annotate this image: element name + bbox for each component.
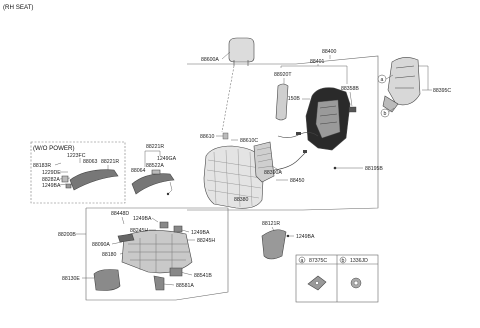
label-1249BA-r: 1249BA [296, 234, 315, 240]
recliner-cover-power-part[interactable] [131, 169, 175, 195]
headrest-guide-line [221, 65, 235, 133]
label-88183R: 88183R [33, 163, 51, 169]
seat-back-assembly-box [187, 55, 379, 211]
legend-a-code: 87375C [309, 258, 327, 264]
label-1249BA-c: 1249BA [133, 216, 152, 222]
back-pad-part[interactable] [382, 57, 421, 113]
label-88920T: 88920T [274, 72, 292, 78]
label-88063: 88063 [83, 159, 98, 165]
label-1229DE: 1229DE [42, 170, 61, 176]
legend-b-marker [339, 256, 347, 264]
label-88150B: 88150B [282, 96, 300, 102]
label-88221R-a: 88221R [101, 159, 119, 165]
bracket-part[interactable] [153, 267, 183, 291]
legend-b-letter: b [342, 258, 345, 264]
without-power-box [30, 141, 126, 204]
label-88121R: 88121R [262, 221, 280, 227]
label-88450: 88450 [290, 178, 305, 184]
label-1249BA-d: 1249BA [191, 230, 210, 236]
label-88200B: 88200B [58, 232, 76, 238]
label-1223FC: 1223FC [67, 153, 86, 159]
label-88610C: 88610C [240, 138, 258, 144]
legend-a-letter: a [301, 258, 304, 264]
label-88390A: 88390A [264, 170, 282, 176]
seat-cushion-frame-part[interactable] [117, 221, 193, 274]
label-88610: 88610 [200, 134, 215, 140]
grommet-1336JD-part[interactable] [350, 277, 362, 289]
seat-cushion-box [85, 207, 229, 301]
label-88064: 88064 [131, 168, 146, 174]
clip-part[interactable] [348, 106, 357, 113]
label-88395C: 88395C [433, 88, 451, 94]
label-88245H-b: 88245H [197, 238, 215, 244]
recliner-cover-part[interactable] [61, 169, 119, 191]
side-pad-part[interactable] [275, 83, 289, 121]
label-88448D: 88448D [111, 211, 129, 217]
heater-mat-part[interactable] [253, 141, 275, 183]
label-88090A: 88090A [92, 242, 110, 248]
callout-b-text: b [384, 111, 387, 117]
seat-back-frame-part[interactable] [305, 87, 351, 151]
label-88221R-b: 88221R [146, 144, 164, 150]
legend-box [295, 254, 379, 303]
label-88541B: 88541B [194, 273, 212, 279]
label-88282A: 88282A [42, 177, 60, 183]
label-88245H-a: 88245H [130, 228, 148, 234]
label-1249GA: 1249GA [157, 156, 177, 162]
bolster-part[interactable] [93, 269, 121, 291]
label-88180: 88180 [102, 252, 117, 258]
headrest-part[interactable] [228, 37, 255, 66]
label-1249BA-a: 1249BA [42, 183, 61, 189]
label-88358B: 88358B [341, 86, 359, 92]
label-88600A: 88600A [201, 57, 219, 63]
guide-part[interactable] [222, 132, 229, 140]
callout-b [380, 108, 390, 118]
legend-b-code: 1336JD [350, 258, 368, 264]
label-88400: 88400 [322, 49, 337, 55]
label-88581A: 88581A [176, 283, 194, 289]
legend-a-marker [298, 256, 306, 264]
label-88401: 88401 [310, 59, 325, 65]
label-88130E: 88130E [62, 276, 80, 282]
wo-power-title: (W/O POWER) [33, 145, 75, 152]
callout-a-text: a [381, 77, 384, 83]
diagram-title: (RH SEAT) [3, 4, 33, 11]
label-88380: 88380 [234, 197, 249, 203]
side-shield-part[interactable] [261, 229, 287, 260]
label-88195B: 88195B [365, 166, 383, 172]
clip-87375C-part[interactable] [307, 275, 327, 291]
label-88522A: 88522A [146, 163, 164, 169]
seat-back-cushion-part[interactable] [203, 145, 265, 209]
